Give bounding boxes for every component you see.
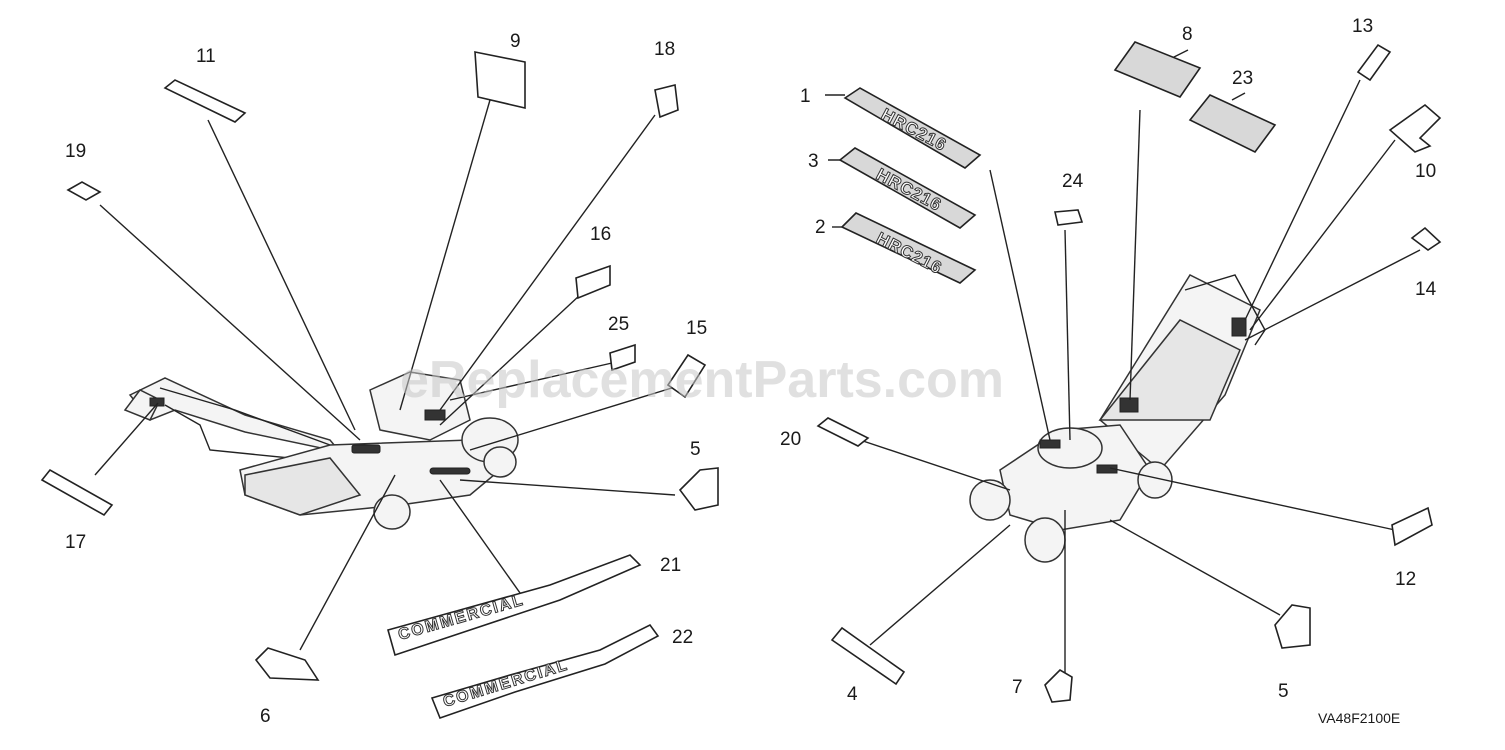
callout-22: 22 [672,627,693,648]
part-24 [1054,209,1084,226]
callout-11: 11 [196,46,216,67]
callout-1: 1 [800,86,811,107]
part-5-left [678,467,719,511]
callout-23: 23 [1232,68,1253,89]
part-10 [1388,103,1442,153]
callout-20: 20 [780,429,801,450]
callout-9: 9 [510,31,521,52]
part-4 [830,626,906,686]
callout-labels: 1 2 3 4 5 5 6 7 8 9 10 11 12 13 14 15 16… [65,16,1437,727]
callout-17: 17 [65,532,86,553]
part-14 [1410,226,1442,251]
part-15 [666,353,707,399]
callout-15: 15 [686,318,707,339]
part-6 [254,647,320,681]
right-mower [969,274,1266,563]
part-16 [575,264,611,300]
callout-19: 19 [65,141,86,162]
part-17 [40,468,114,517]
callout-3: 3 [808,151,819,172]
callout-5-left: 5 [690,439,701,460]
watermark: eReplacementParts.com [400,351,1004,409]
callout-5-right: 5 [1278,681,1289,702]
callout-10: 10 [1415,161,1436,182]
part-7 [1044,668,1073,703]
part-25 [609,343,636,372]
callout-13: 13 [1352,16,1373,37]
part-5-right [1274,604,1311,649]
callout-21: 21 [660,555,681,576]
part-11 [163,79,247,123]
callout-8: 8 [1182,24,1193,45]
part-9 [474,51,526,110]
callout-14: 14 [1415,279,1437,300]
leader-lines [94,49,1421,675]
decal-3-text: HRC216 [873,165,945,215]
callout-18: 18 [654,39,675,60]
part-8 [1113,41,1202,98]
part-18 [654,84,679,119]
part-1 [843,87,982,169]
decal-22-text: COMMERCIAL [441,656,570,710]
part-13 [1356,43,1392,82]
part-12 [1391,506,1433,547]
part-23 [1188,94,1277,154]
callout-7: 7 [1012,677,1023,698]
callout-16: 16 [590,224,611,245]
part-3 [838,147,977,229]
part-21 [387,554,642,657]
drawing-code: VA48F2100E [1318,710,1400,726]
callout-12: 12 [1395,569,1416,590]
part-19 [66,181,102,201]
callout-24: 24 [1062,171,1084,192]
part-22 [430,623,660,720]
callout-2: 2 [815,217,826,238]
left-mower [123,371,519,530]
part-20 [816,417,870,447]
part-2 [840,212,977,284]
callout-4: 4 [847,684,858,705]
decal-1-text: HRC216 [878,105,950,155]
callout-25: 25 [608,314,629,335]
callout-6: 6 [260,706,271,727]
